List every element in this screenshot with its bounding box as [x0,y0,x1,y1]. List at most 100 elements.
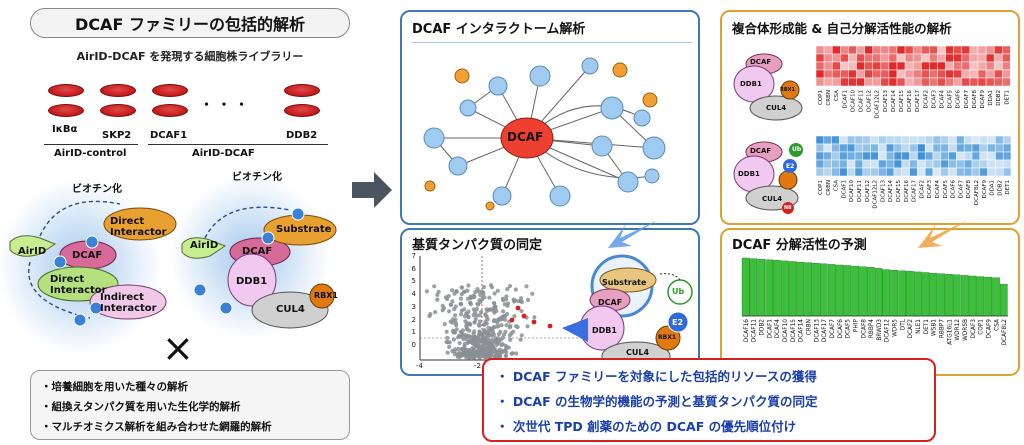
heatmap-cell [870,143,879,153]
volcano-point [507,283,513,289]
volcano-point-hit [509,317,515,323]
heatmap-cell [956,167,965,177]
heatmap-cell [987,135,996,145]
heatmap-cell [948,143,957,153]
heatmap-cell [912,69,922,79]
biotin-label: ビオチン化 [232,172,282,183]
heatmap-cell [940,143,949,153]
interactome-title: DCAF インタラクトーム解析 [412,22,586,37]
heatmap-col-label: DCAF6 [951,180,957,199]
heatmap-col-label: DCAF13 [880,179,886,202]
heatmap-cell [945,69,954,79]
heatmap-cell [932,151,942,161]
volcano-point [450,288,455,293]
heatmap-cell [979,167,988,177]
prediction-tick-label: DCAF14 [799,319,805,342]
volcano-point [519,296,524,301]
volcano-point [491,332,497,337]
volcano-point [454,323,459,328]
heatmap-cell [893,143,903,153]
dcaf-label: DCAF [750,147,772,155]
volcano-point [457,354,462,360]
heatmap-cell [977,69,987,79]
volcano-point [458,296,464,301]
heatmap-col-label: DCAF15 [896,179,902,202]
cul4-label: CUL4 [762,195,783,203]
prediction-tick-label: DET1 [924,319,930,335]
method-item: ・培養細胞を用いた種々の解析 [41,381,188,393]
heatmap-cell [870,151,879,161]
prediction-tick-label: DCAF4 [775,319,781,339]
heatmap-cell [840,45,849,55]
divider [44,144,138,145]
heatmap-cell [977,61,987,71]
heatmap-cell [823,61,833,71]
volcano-point [514,324,519,329]
cross-symbol: × [162,326,194,370]
volcano-point [502,313,507,319]
heatmap-col-label: DET1 [1004,90,1010,105]
volcano-point [450,299,455,304]
heatmap-cell [937,69,946,79]
heatmap-cell [904,61,914,71]
heatmap-cell [840,77,849,87]
prediction-tick-label: DCAF5 [846,319,852,339]
heatmap-cell [932,135,942,145]
prediction-bar [921,272,930,317]
heatmap-cell [985,61,995,71]
volcano-point [508,337,513,342]
volcano-point [524,284,529,289]
heatmap-cell [848,69,857,79]
dish-label: DCAF1 [150,130,188,141]
heatmap-cell [878,159,887,169]
prediction-bar [898,270,906,317]
x-tick: -2 [474,362,481,370]
method-item: ・組換えタンパク質を用いた生化学的解析 [41,401,241,413]
volcano-point [471,307,476,312]
heatmap-cell [815,135,825,145]
heatmap-cell [929,53,938,63]
heatmap-cell [854,151,864,161]
volcano-point [513,287,518,292]
volcano-point [507,333,512,338]
heatmap-cell [932,167,942,177]
heatmap-col-label: DCAF15 [899,89,905,112]
prediction-bar [952,274,961,317]
direct-interactor-label: Direct Interactor [50,274,107,296]
volcano-point [473,353,478,358]
volcano-point [483,346,489,351]
cul4-label: CUL4 [766,104,787,112]
outcome-item: ・ DCAF の生物学的機能の予測と基質タンパク質の同定 [496,394,818,409]
volcano-point [442,322,447,327]
volcano-point [494,324,499,329]
dcaf-label: DCAF [242,246,273,257]
heatmap-cell [888,69,898,79]
heatmap-cell [831,159,840,169]
heatmap-cell [924,135,934,145]
heatmap-cell [862,167,871,177]
volcano-point [484,314,489,320]
heatmap-cell [995,167,1004,177]
volcano-point [489,327,494,332]
volcano-point [456,346,461,352]
heatmap-cell [917,143,926,153]
volcano-point [467,328,472,333]
heatmap-cell [995,151,1004,161]
volcano-point [494,342,499,347]
prediction-bar [1000,283,1008,317]
volcano-point [530,291,535,296]
volcano-point [463,352,468,357]
heatmap-cell [815,151,825,161]
heatmap-col-label: DCAF4 [940,90,946,109]
volcano-point [457,341,462,346]
prediction-bar [929,272,938,317]
volcano-point [445,335,450,340]
volcano-point [465,288,470,293]
volcano-point [428,312,433,317]
heatmap-cell [856,53,865,63]
heatmap-cell [979,151,988,161]
heatmap-cell [848,53,857,63]
heatmap-cell [846,135,856,145]
prediction-bar [937,273,946,317]
volcano-point-hit [521,313,527,319]
